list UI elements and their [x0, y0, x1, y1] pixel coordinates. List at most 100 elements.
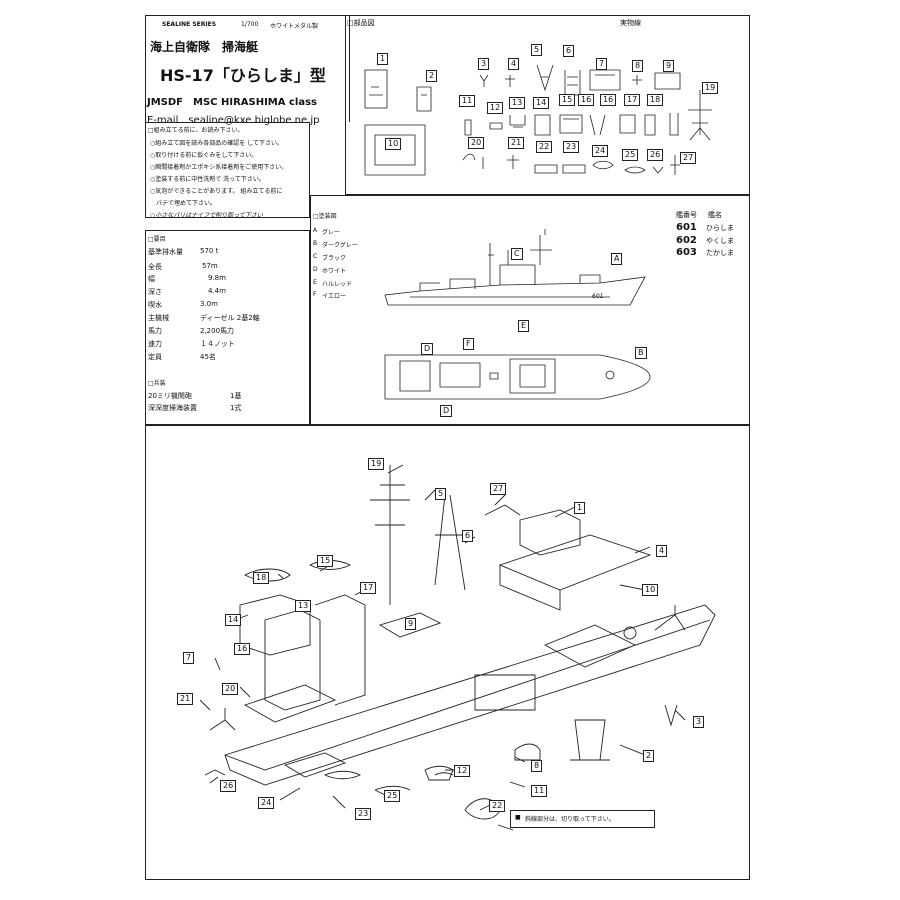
assembly-label: 20: [222, 683, 239, 695]
part-label: 7: [596, 58, 608, 70]
part-label: 25: [622, 149, 639, 161]
assembly-label: 18: [253, 572, 270, 584]
assembly-label: 26: [220, 780, 237, 792]
paint-heading: □塗装図: [313, 213, 337, 220]
assembly-label: 2: [643, 750, 655, 762]
part-label: 23: [563, 141, 580, 153]
spec-value: 4.4m: [208, 287, 226, 295]
assembly-label: 5: [435, 488, 447, 500]
part-label: 22: [536, 141, 553, 153]
assembly-label: 8: [531, 760, 543, 772]
assembly-label: 16: [234, 643, 251, 655]
part-label: 11: [459, 95, 476, 107]
part-label: 15: [559, 94, 576, 106]
part-label: 6: [563, 45, 575, 57]
note-line: パテで埋めて下さい。: [150, 200, 217, 207]
paint-callout: E: [518, 320, 530, 332]
spec-value: １４ノット: [200, 340, 235, 348]
assembly-label: 13: [295, 600, 312, 612]
part-label: 26: [647, 149, 664, 161]
paint-callout: A: [611, 253, 623, 265]
subtitle-en: JMSDF MSC HIRASHIMA class: [147, 97, 317, 108]
part-label: 18: [647, 94, 664, 106]
spec-label: 基準排水量: [148, 248, 183, 256]
paint-callout: B: [635, 347, 647, 359]
part-label: 14: [533, 97, 550, 109]
assembly-label: 25: [384, 790, 401, 802]
email-line: E-mail sealine@kxe.biglobe.ne.jp: [147, 115, 320, 126]
ship-name-header: 艦名: [708, 211, 722, 219]
part-label: 24: [592, 145, 609, 157]
assembly-label: 6: [462, 530, 474, 542]
assembly-label: 11: [531, 785, 548, 797]
footnote-box: [510, 810, 655, 828]
parts-illustration: [364, 64, 712, 176]
spec-value: 45名: [200, 353, 216, 361]
ship-profile-drawing: [384, 229, 651, 400]
armament-heading: □兵装: [148, 380, 166, 387]
header-box: [145, 15, 350, 122]
paint-callout: D: [440, 405, 453, 417]
color-key: E: [313, 279, 317, 286]
ship-name: やくしま: [706, 237, 734, 245]
note-line: ○塗装する前に中性洗剤で 洗って下さい。: [150, 176, 265, 183]
spec-label: 速力: [148, 340, 162, 348]
color-key: C: [313, 253, 318, 260]
ship-number: 602: [676, 235, 697, 246]
spec-value: ディーゼル 2基2軸: [200, 314, 260, 322]
part-label: 27: [680, 152, 697, 164]
armament-label: 20ミリ機関砲: [148, 392, 192, 400]
color-name: イエロー: [322, 293, 346, 300]
part-label: 5: [531, 44, 543, 56]
spec-label: 深さ: [148, 288, 162, 296]
color-name: ホワイト: [322, 268, 347, 275]
assembly-label: 1: [574, 502, 586, 514]
parts-heading: □部品図: [347, 19, 375, 27]
subtitle-jp: 海上自衛隊 掃海艇: [150, 40, 259, 54]
part-label: 4: [508, 58, 520, 70]
parts-list-box: [345, 15, 750, 195]
note-line: ○取り付ける前に仮ぐみをして下さい。: [150, 152, 258, 159]
assembly-label: 9: [405, 618, 417, 630]
assembly-label: 27: [490, 483, 507, 495]
part-label: 13: [509, 97, 526, 109]
spec-value: 570 t: [200, 247, 219, 255]
color-name: ハルレッド: [322, 281, 353, 288]
part-label: 19: [702, 82, 719, 94]
spec-label: 定員: [148, 353, 162, 361]
paint-callout: F: [463, 338, 474, 350]
paint-box: [310, 195, 750, 425]
armament-label: 深深度掃海装置: [148, 404, 197, 412]
assembly-label: 23: [355, 808, 372, 820]
armament-value: 1式: [230, 404, 242, 412]
paint-callout: C: [511, 248, 523, 260]
assembly-label: 24: [258, 797, 275, 809]
assembly-label: 17: [360, 582, 377, 594]
spec-value: 3.0m: [200, 300, 218, 308]
specs-box: [145, 230, 310, 425]
spec-label: 幅: [148, 275, 155, 283]
assembly-label: 7: [183, 652, 195, 664]
color-key: A: [313, 227, 318, 234]
note-line: ○瞬間接着剤かエポキシ系接着剤をご使用下さい。: [150, 164, 288, 171]
spec-label: 主機械: [148, 314, 169, 322]
series-label: SEALINE SERIES: [162, 21, 217, 28]
material-label: ホワイトメタル製: [270, 23, 319, 30]
assembly-label: 19: [368, 458, 385, 470]
part-label: 12: [487, 102, 504, 114]
assembly-box: [145, 425, 750, 880]
color-key: D: [313, 266, 318, 273]
ship-name: ひらしま: [706, 224, 734, 232]
ship-number: 601: [676, 222, 697, 233]
scale-label: 1/700: [241, 21, 259, 28]
part-label: 3: [478, 58, 490, 70]
ship-number: 603: [676, 247, 697, 258]
part-label: 16: [578, 94, 595, 106]
part-label: 9: [663, 60, 675, 72]
part-label: 2: [426, 70, 438, 82]
ship-name: たかしま: [706, 249, 734, 257]
spec-value: 9.8m: [208, 274, 226, 282]
spec-label: 全長: [148, 263, 162, 271]
assembly-label: 14: [225, 614, 242, 626]
armament-value: 1基: [230, 392, 242, 400]
